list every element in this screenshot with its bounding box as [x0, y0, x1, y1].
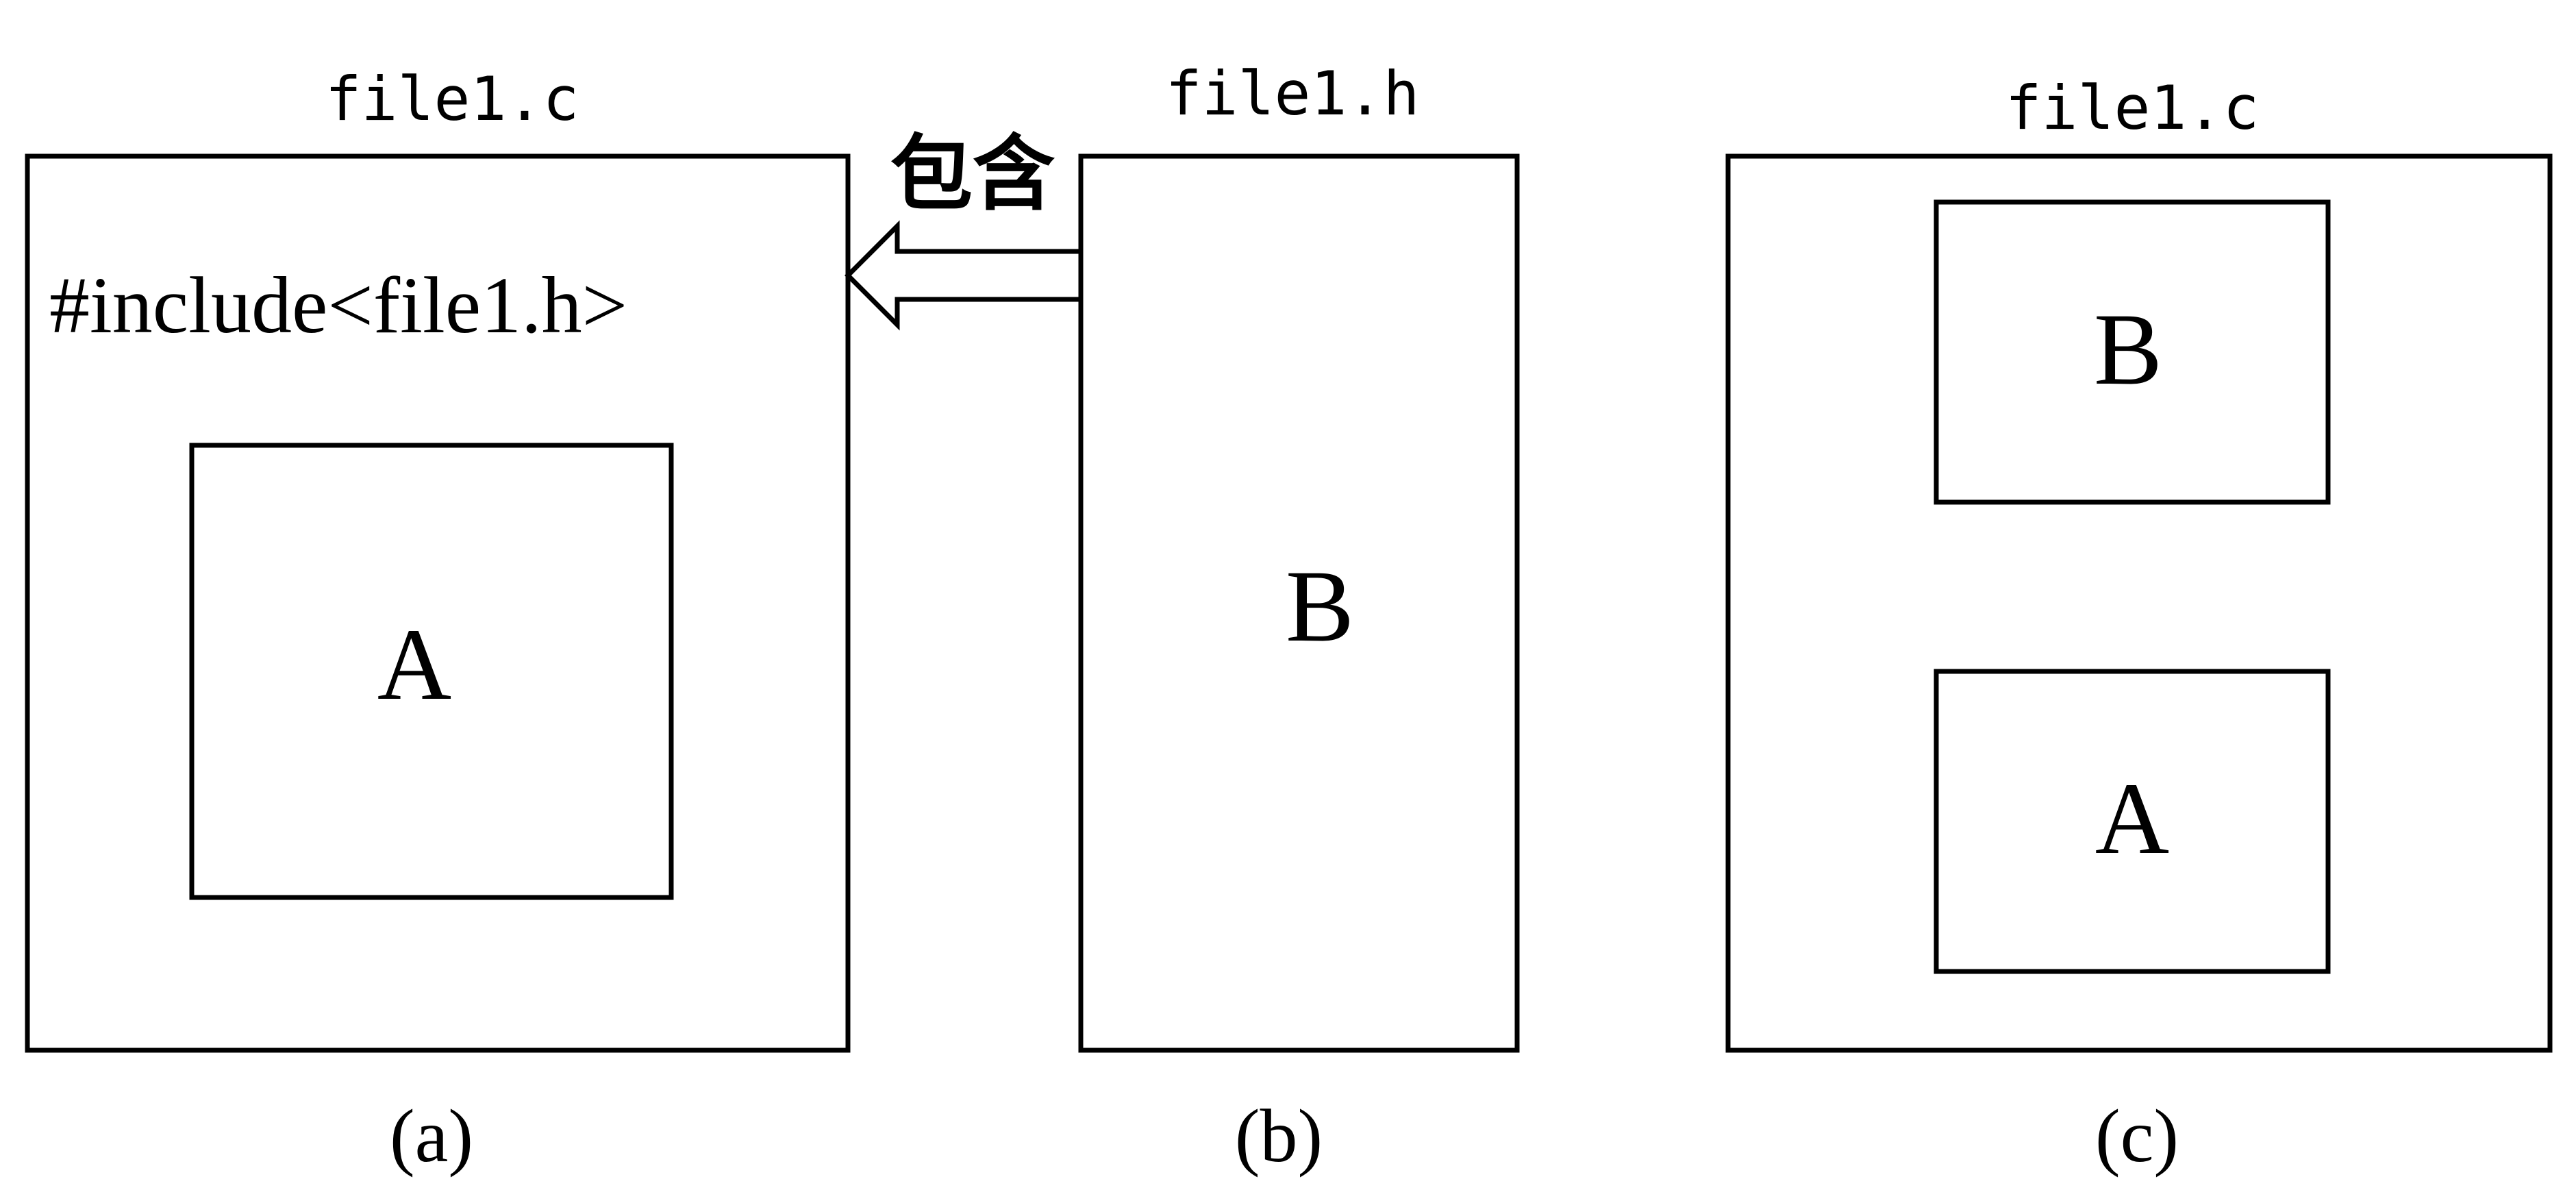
- left-arrow-icon: [845, 220, 1084, 331]
- include-arrow-label: 包含: [890, 127, 1055, 222]
- panel-a-title: file1.c: [325, 64, 579, 134]
- include-arrow: 包含: [845, 127, 1084, 331]
- panel-a-inner-label: A: [377, 608, 451, 721]
- panel-b: file1.h B (b): [1078, 58, 1520, 1178]
- panel-a-inner-box: [189, 443, 674, 900]
- panel-b-inner-label: B: [1286, 549, 1354, 663]
- panel-c-top-label: B: [2094, 293, 2162, 406]
- panel-c-bottom-box: [1934, 669, 2331, 974]
- panel-a-caption: (a): [390, 1094, 473, 1178]
- panel-c-bottom-label: A: [2095, 762, 2169, 876]
- panel-b-caption: (b): [1235, 1094, 1323, 1178]
- panel-c-title: file1.c: [2005, 73, 2260, 143]
- panel-b-file-box: [1078, 153, 1520, 1053]
- panel-c-caption: (c): [2095, 1094, 2179, 1178]
- include-directive-text: #include<file1.h>: [49, 260, 627, 350]
- panel-c: file1.c B A (c): [1725, 73, 2553, 1178]
- panel-b-title: file1.h: [1166, 58, 1420, 129]
- panel-a: file1.c #include<file1.h> A (a): [25, 64, 851, 1178]
- panel-c-top-box: [1934, 199, 2331, 505]
